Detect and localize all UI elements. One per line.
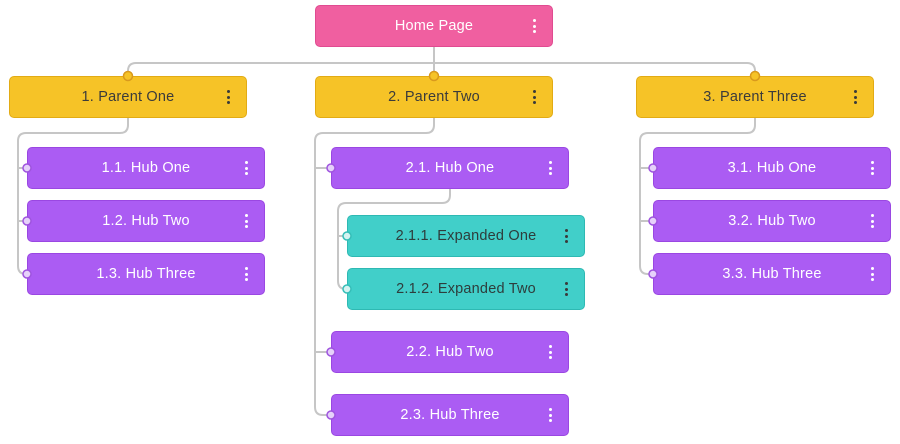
node-label: 2. Parent Two [388, 89, 480, 105]
kebab-menu-icon[interactable] [530, 87, 539, 107]
kebab-menu-icon[interactable] [242, 211, 251, 231]
kebab-menu-icon[interactable] [868, 264, 877, 284]
kebab-menu-icon[interactable] [546, 342, 555, 362]
connector-parent3-trunk [639, 118, 756, 275]
node-expanded-2-1-2[interactable]: 2.1.2. Expanded Two [347, 268, 585, 310]
node-label: 2.1.2. Expanded Two [396, 281, 536, 297]
hub-anchor-dot[interactable] [22, 269, 32, 279]
node-parent-three[interactable]: 3. Parent Three [636, 76, 874, 118]
hub-anchor-dot[interactable] [648, 269, 658, 279]
node-hub-2-2[interactable]: 2.2. Hub Two [331, 331, 569, 373]
node-label: 1. Parent One [81, 89, 175, 105]
hub-anchor-dot[interactable] [648, 163, 658, 173]
node-hub-3-1[interactable]: 3.1. Hub One [653, 147, 891, 189]
node-label: 2.1. Hub One [405, 160, 495, 176]
kebab-menu-icon[interactable] [562, 279, 571, 299]
node-label: 2.1.1. Expanded One [395, 228, 537, 244]
kebab-menu-icon[interactable] [546, 405, 555, 425]
hub-anchor-dot[interactable] [22, 163, 32, 173]
node-label: 3.1. Hub One [727, 160, 817, 176]
hub-anchor-dot[interactable] [22, 216, 32, 226]
kebab-menu-icon[interactable] [851, 87, 860, 107]
connector-parent1-trunk [17, 118, 129, 275]
expanded-anchor-dot[interactable] [342, 284, 352, 294]
parent-anchor-dot[interactable] [428, 70, 440, 82]
hub-anchor-dot[interactable] [326, 163, 336, 173]
node-hub-2-1[interactable]: 2.1. Hub One [331, 147, 569, 189]
node-hub-3-2[interactable]: 3.2. Hub Two [653, 200, 891, 242]
kebab-menu-icon[interactable] [224, 87, 233, 107]
hub-anchor-dot[interactable] [648, 216, 658, 226]
kebab-menu-icon[interactable] [242, 158, 251, 178]
node-label: 2.2. Hub Two [406, 344, 494, 360]
parent-anchor-dot[interactable] [749, 70, 761, 82]
expanded-anchor-dot[interactable] [342, 231, 352, 241]
node-label: 1.1. Hub One [101, 160, 191, 176]
node-hub-1-2[interactable]: 1.2. Hub Two [27, 200, 265, 242]
node-hub-1-1[interactable]: 1.1. Hub One [27, 147, 265, 189]
node-label: 1.3. Hub Three [96, 266, 196, 282]
parent-anchor-dot[interactable] [122, 70, 134, 82]
hub-anchor-dot[interactable] [326, 347, 336, 357]
kebab-menu-icon[interactable] [242, 264, 251, 284]
node-label: 3.2. Hub Two [728, 213, 816, 229]
node-label: 3.3. Hub Three [722, 266, 822, 282]
node-parent-two[interactable]: 2. Parent Two [315, 76, 553, 118]
node-label: 2.3. Hub Three [400, 407, 500, 423]
node-hub-3-3[interactable]: 3.3. Hub Three [653, 253, 891, 295]
connector-top-rail [127, 62, 756, 76]
node-home-page[interactable]: Home Page [315, 5, 553, 47]
node-label: 3. Parent Three [703, 89, 807, 105]
kebab-menu-icon[interactable] [562, 226, 571, 246]
kebab-menu-icon[interactable] [868, 211, 877, 231]
node-parent-one[interactable]: 1. Parent One [9, 76, 247, 118]
node-label: Home Page [394, 18, 474, 34]
kebab-menu-icon[interactable] [530, 16, 539, 36]
hub-anchor-dot[interactable] [326, 410, 336, 420]
node-hub-2-3[interactable]: 2.3. Hub Three [331, 394, 569, 436]
kebab-menu-icon[interactable] [868, 158, 877, 178]
kebab-menu-icon[interactable] [546, 158, 555, 178]
node-expanded-2-1-1[interactable]: 2.1.1. Expanded One [347, 215, 585, 257]
node-hub-1-3[interactable]: 1.3. Hub Three [27, 253, 265, 295]
node-label: 1.2. Hub Two [102, 213, 190, 229]
